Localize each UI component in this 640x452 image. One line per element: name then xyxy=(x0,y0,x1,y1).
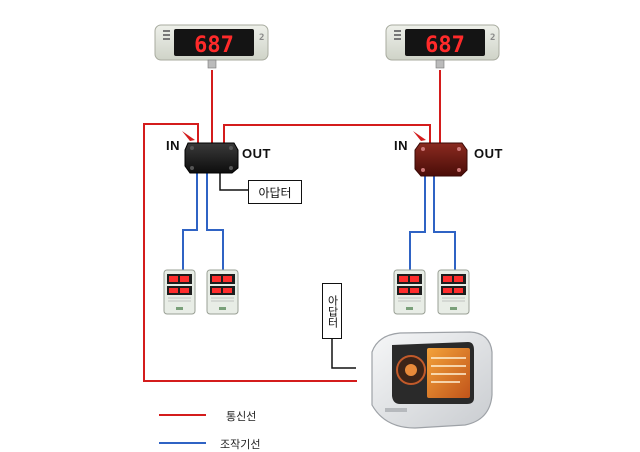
control-line-right-1 xyxy=(409,176,426,274)
control-panel-4 xyxy=(437,269,470,315)
control-panel-1 xyxy=(163,269,196,315)
junction-box-left xyxy=(184,142,239,174)
out-label-right: OUT xyxy=(474,146,503,161)
adapter-label-horizontal: 아답터 xyxy=(248,180,302,204)
main-controller-terminal xyxy=(371,331,493,429)
adapter-label-vertical: 아답터 xyxy=(322,283,342,339)
adapter-lines xyxy=(219,172,356,369)
control-line-right-2 xyxy=(433,176,456,274)
adapter-line-left xyxy=(219,172,248,191)
in-arrow-right-icon xyxy=(413,131,426,141)
in-label-left: IN xyxy=(166,138,180,153)
control-line-left-1 xyxy=(182,172,198,274)
led-display-left: 687 2 xyxy=(154,24,269,69)
comm-line-left-out-to-right-in xyxy=(223,124,431,143)
out-label-left: OUT xyxy=(242,146,271,161)
in-arrow-left-icon xyxy=(182,131,195,141)
junction-box-right xyxy=(414,142,468,177)
control-panel-3 xyxy=(393,269,426,315)
legend-label-comm: 통신선 xyxy=(226,410,257,423)
legend-label-control: 조작기선 xyxy=(220,438,261,451)
in-label-right: IN xyxy=(394,138,408,153)
display-sup-right: 2 xyxy=(490,33,495,43)
control-line-left-2 xyxy=(206,172,224,274)
comm-lines xyxy=(143,70,441,382)
adapter-line-vertical xyxy=(331,338,356,369)
control-panel-2 xyxy=(206,269,239,315)
control-lines xyxy=(182,172,456,274)
led-display-right: 687 2 xyxy=(385,24,500,69)
comm-line-controller-to-left-in xyxy=(143,123,357,382)
display-digits-left: 687 xyxy=(194,33,234,58)
display-sup-left: 2 xyxy=(259,33,264,43)
display-digits-right: 687 xyxy=(425,33,465,58)
